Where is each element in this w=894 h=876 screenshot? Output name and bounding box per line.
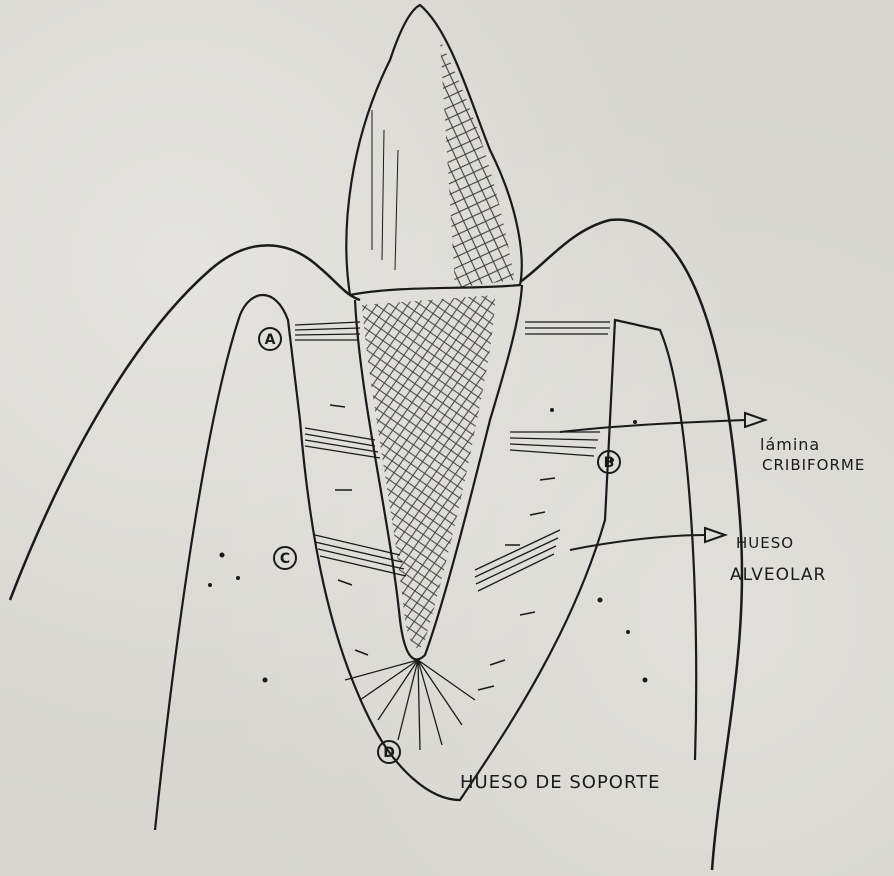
svg-text:A: A [265,332,276,348]
fibers-d [345,660,475,750]
arrow-hueso-head [705,528,725,542]
label-lamina-line1: lámina [760,435,820,454]
label-hueso-line1: HUESO [736,534,794,552]
label-lamina-line2: CRIBIFORME [762,456,865,474]
arrow-hueso [570,535,705,550]
svg-text:C: C [280,551,290,567]
marker-d: D [378,741,400,763]
marker-c: C [274,547,296,569]
svg-text:B: B [604,455,615,471]
svg-text:D: D [383,745,395,761]
marker-a: A [259,328,281,350]
label-hueso-de-soporte: HUESO DE SOPORTE [460,772,661,793]
label-hueso-line2: ALVEOLAR [730,565,826,585]
arrow-lamina [560,420,745,432]
root-hatching [362,295,495,648]
arrow-lamina-head [745,413,765,427]
marker-b: B [598,451,620,473]
crown-hatching [440,40,515,288]
